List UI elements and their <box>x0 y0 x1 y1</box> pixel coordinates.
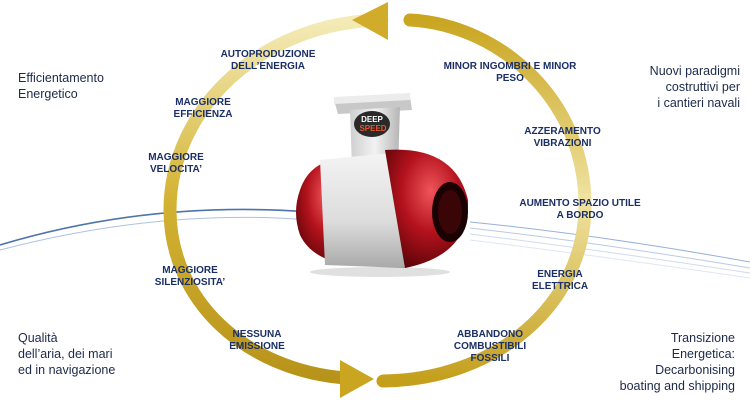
label-maggiore-efficienza: MAGGIORE EFFICIENZA <box>173 97 233 120</box>
text-qualita-aria: Qualità dell’aria, dei mari ed in naviga… <box>18 331 116 377</box>
label-maggiore-silenziosita: MAGGIORE SILENZIOSITA’ <box>154 265 226 288</box>
arrowhead-bottom <box>340 360 374 398</box>
arrowhead-top <box>352 2 388 40</box>
label-abbandono-combustibili: ABBANDONO COMBUSTIBILI FOSSILI <box>453 329 527 364</box>
text-transizione-energetica: Transizione Energetica: Decarbonising bo… <box>619 331 735 393</box>
label-energia-elettrica: ENERGIA ELETTRICA <box>531 269 589 292</box>
ring-arc-left <box>163 13 389 385</box>
label-nessuna-emissione: NESSUNA EMISSIONE <box>229 329 285 352</box>
text-efficientamento: Efficientamento Energetico <box>18 71 104 101</box>
label-minor-ingombri: MINOR INGOMBRI E MINOR PESO <box>443 61 577 84</box>
wave-lines <box>0 208 750 279</box>
label-azzeramento-vibrazioni: AZZERAMENTO VIBRAZIONI <box>524 126 601 149</box>
circular-arrow-ring <box>163 2 592 398</box>
logo-deep: DEEP <box>361 115 383 124</box>
label-maggiore-velocita: MAGGIORE VELOCITA’ <box>148 152 204 175</box>
label-autoproduzione: AUTOPRODUZIONE DELL’ENERGIA <box>220 49 316 72</box>
logo-speed: SPEED <box>359 124 386 133</box>
label-aumento-spazio: AUMENTO SPAZIO UTILE A BORDO <box>519 198 641 221</box>
ring-arc-right <box>376 13 592 388</box>
pod-product-image: DEEP SPEED <box>296 93 469 277</box>
text-nuovi-paradigmi: Nuovi paradigmi costruttivi per i cantie… <box>649 64 740 110</box>
